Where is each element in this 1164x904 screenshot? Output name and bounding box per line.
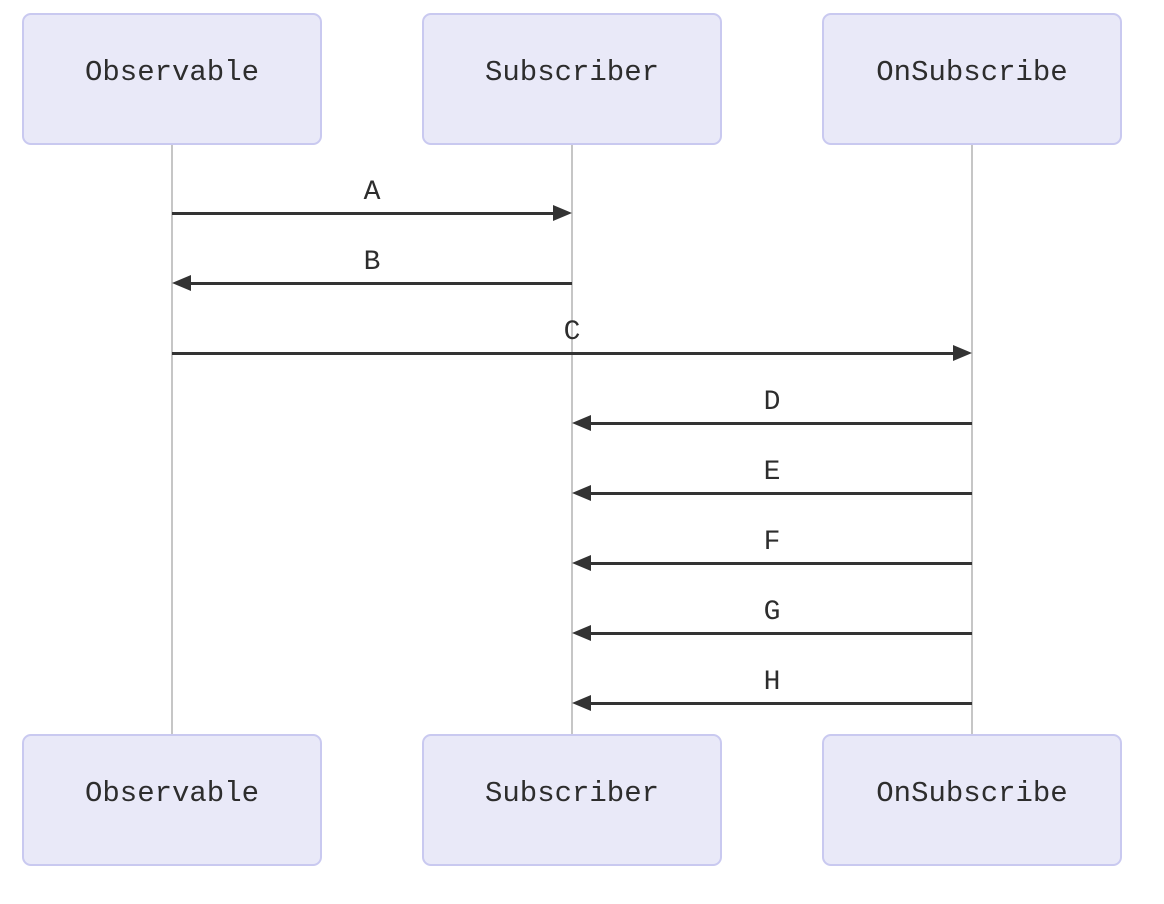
actor-label: Observable: [84, 776, 260, 810]
message-line: [172, 352, 959, 355]
arrow-head-icon: [553, 205, 572, 221]
actor-label: Observable: [84, 55, 260, 89]
actor-label: OnSubscribe: [876, 55, 1068, 89]
message-label: D: [763, 387, 781, 418]
actor-box-observable-bottom: Observable: [22, 734, 322, 866]
message-line: [585, 422, 972, 425]
actor-box-observable-top: Observable: [22, 13, 322, 145]
actor-label: OnSubscribe: [876, 776, 1068, 810]
actor-label: Subscriber: [484, 55, 660, 89]
actor-box-subscriber-bottom: Subscriber: [422, 734, 722, 866]
message-label: B: [363, 247, 381, 278]
lifeline-onsubscribe: [971, 145, 973, 735]
arrow-head-icon: [572, 485, 591, 501]
arrow-head-icon: [572, 695, 591, 711]
message-label: G: [763, 597, 781, 628]
actor-box-onsubscribe-bottom: OnSubscribe: [822, 734, 1122, 866]
lifeline-observable: [171, 145, 173, 735]
arrow-head-icon: [572, 625, 591, 641]
actor-label: Subscriber: [484, 776, 660, 810]
message-line: [585, 492, 972, 495]
message-label: H: [763, 667, 781, 698]
message-line: [185, 282, 572, 285]
arrow-head-icon: [572, 415, 591, 431]
message-line: [585, 562, 972, 565]
message-label: A: [363, 177, 381, 208]
actor-box-onsubscribe-top: OnSubscribe: [822, 13, 1122, 145]
arrow-head-icon: [572, 555, 591, 571]
message-label: C: [563, 317, 581, 348]
actor-box-subscriber-top: Subscriber: [422, 13, 722, 145]
arrow-head-icon: [953, 345, 972, 361]
message-line: [585, 702, 972, 705]
message-line: [585, 632, 972, 635]
arrow-head-icon: [172, 275, 191, 291]
message-line: [172, 212, 559, 215]
message-label: E: [763, 457, 781, 488]
message-label: F: [763, 527, 781, 558]
lifeline-subscriber: [571, 145, 573, 735]
